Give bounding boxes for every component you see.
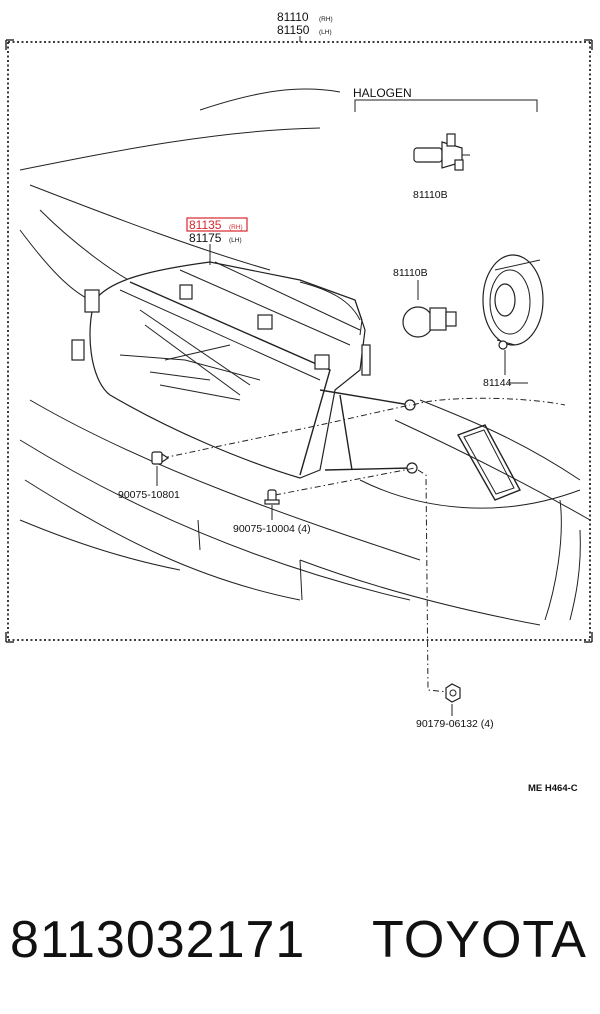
leader-lines — [162, 397, 566, 693]
body-panel-lines — [19, 88, 591, 626]
headlamp-unit — [71, 261, 418, 479]
assembly-rh-suffix: (RH) — [319, 16, 333, 23]
assembly-lh-suffix: (LH) — [319, 29, 332, 36]
halogen-label: HALOGEN — [353, 86, 412, 100]
bulb-mid — [402, 306, 457, 338]
unit-rh-suffix: (RH) — [229, 224, 243, 231]
brand-name: TOYOTA — [372, 911, 587, 969]
clip-2-number: 90075-10004 (4) — [233, 523, 311, 535]
nut-90179-06132 — [445, 683, 461, 703]
side-marker-lamp — [456, 424, 521, 501]
unit-rh-number: 81135 — [189, 218, 222, 232]
clip-90075-10004 — [264, 489, 280, 505]
unit-lh-number: 81175 — [189, 231, 222, 245]
nut-number: 90179-06132 (4) — [416, 718, 494, 730]
part-number: 8113032171 — [10, 911, 306, 969]
bulb-top-number: 81110B — [413, 189, 448, 201]
socket-cover-number: 81144 — [483, 377, 512, 389]
assembly-rh-number: 81110 — [277, 10, 309, 24]
clip-1-number: 90075-10801 — [118, 489, 180, 501]
highlight-box — [186, 217, 248, 232]
assembly-lh-number: 81150 — [277, 23, 310, 37]
headlamp-parts-diagram: 81110 (RH) 81150 (LH) — [5, 10, 593, 794]
clip-90075-10801 — [151, 451, 170, 465]
unit-lh-suffix: (LH) — [229, 237, 242, 244]
part-footer: 8113032171 TOYOTA — [0, 900, 600, 980]
assembly-frame — [5, 36, 593, 643]
socket-cover — [482, 254, 544, 350]
diagram-ref-code: ME H464-C — [528, 783, 578, 794]
bulb-mid-number: 81110B — [393, 267, 428, 279]
halogen-bulb-top — [413, 133, 470, 171]
